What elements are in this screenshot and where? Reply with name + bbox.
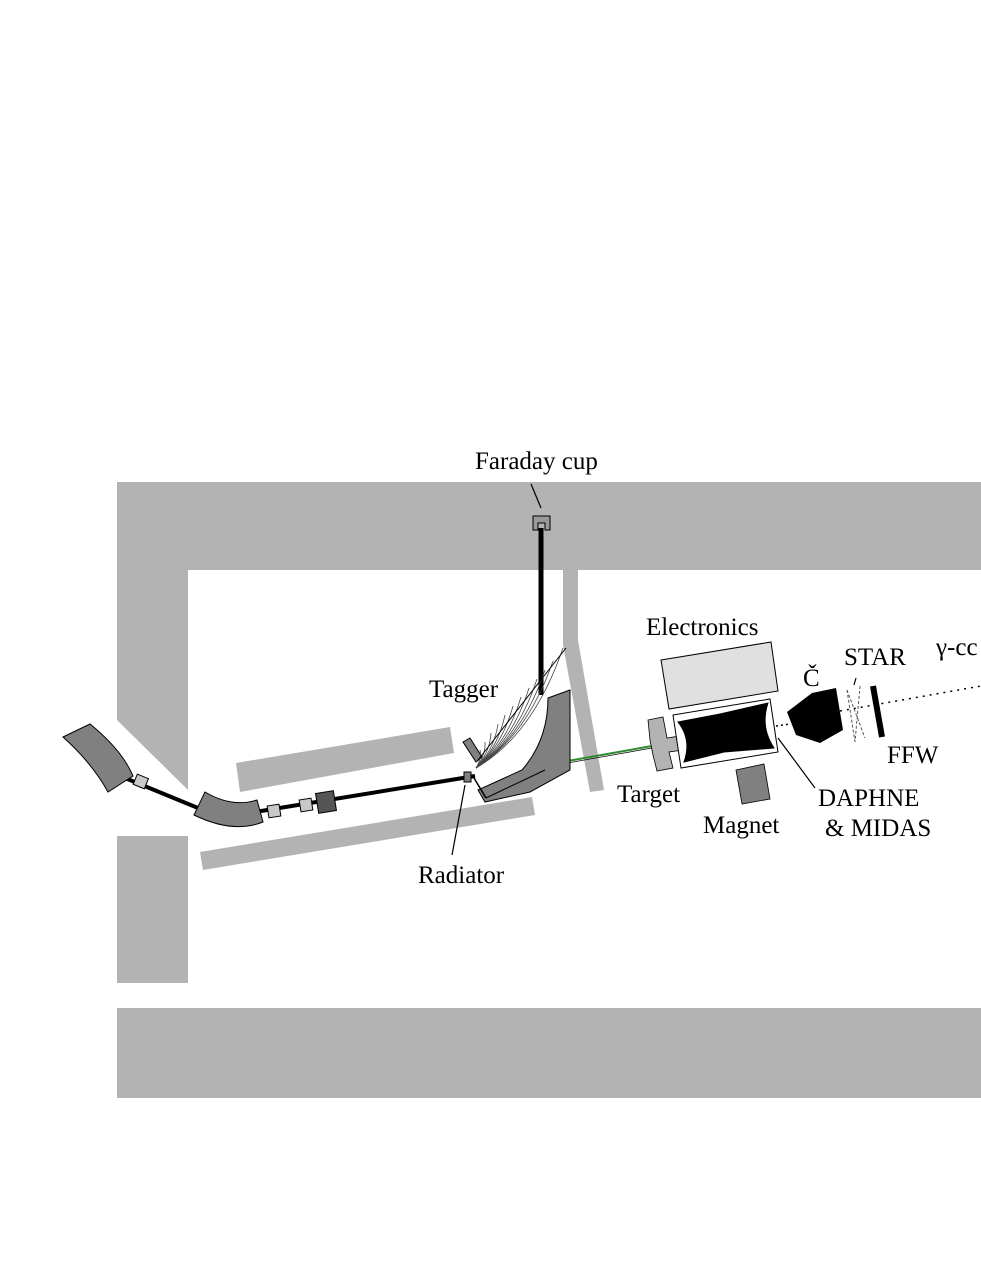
faraday-cup-box xyxy=(532,515,551,531)
lower-left-wall xyxy=(117,836,188,983)
beam-segment-2 xyxy=(254,774,476,814)
label-faraday-cup: Faraday cup xyxy=(475,448,598,475)
daphne-detector xyxy=(672,698,779,769)
electronics-box xyxy=(660,641,779,710)
label-gamma-counter: γ-cc xyxy=(935,634,978,661)
label-magnet: Magnet xyxy=(703,812,779,839)
bottom-wall xyxy=(117,1008,981,1098)
inner-shield-lower xyxy=(200,797,535,870)
beamline-elements xyxy=(62,515,551,828)
label-daphne: DAPHNE xyxy=(818,785,919,812)
tagger-main-yoke xyxy=(477,689,571,803)
steering-magnet xyxy=(314,790,338,814)
labels: Faraday cup Electronics Tagger Č STAR γ-… xyxy=(418,448,978,889)
daphne-core xyxy=(677,702,775,763)
upper-wall xyxy=(117,482,981,790)
bending-magnet-2 xyxy=(193,791,264,828)
inner-shield-upper xyxy=(236,727,454,792)
ffw-wall xyxy=(870,685,885,738)
leader-lines xyxy=(451,483,857,856)
target-cryostat xyxy=(647,716,684,772)
target xyxy=(647,716,684,772)
cherenkov-detector xyxy=(787,688,843,743)
label-cherenkov: Č xyxy=(803,664,820,692)
tagger-focal-plane xyxy=(477,647,567,761)
quadrupole-2 xyxy=(266,803,282,819)
magnet-block xyxy=(735,763,771,805)
label-star: STAR xyxy=(844,644,906,671)
star-detector xyxy=(846,685,866,743)
quadrupole-1 xyxy=(132,773,150,790)
tagger-wall xyxy=(563,570,604,792)
quadrupole-3 xyxy=(298,797,314,813)
label-radiator: Radiator xyxy=(418,862,505,889)
tagger xyxy=(462,647,571,803)
label-ffw: FFW xyxy=(887,742,939,769)
label-electronics: Electronics xyxy=(646,614,758,641)
label-target: Target xyxy=(617,781,680,808)
label-tagger: Tagger xyxy=(429,676,499,703)
beam-through-detector-dotted xyxy=(775,723,791,727)
tagger-focal-plane-lines xyxy=(475,647,564,769)
bending-magnet-1 xyxy=(62,723,134,793)
label-midas: & MIDAS xyxy=(825,815,931,842)
gamma-beam-dotted xyxy=(839,685,981,712)
radiator-element xyxy=(463,771,472,783)
tagger-upper-yoke xyxy=(462,737,483,763)
shielding-walls xyxy=(117,482,981,1098)
